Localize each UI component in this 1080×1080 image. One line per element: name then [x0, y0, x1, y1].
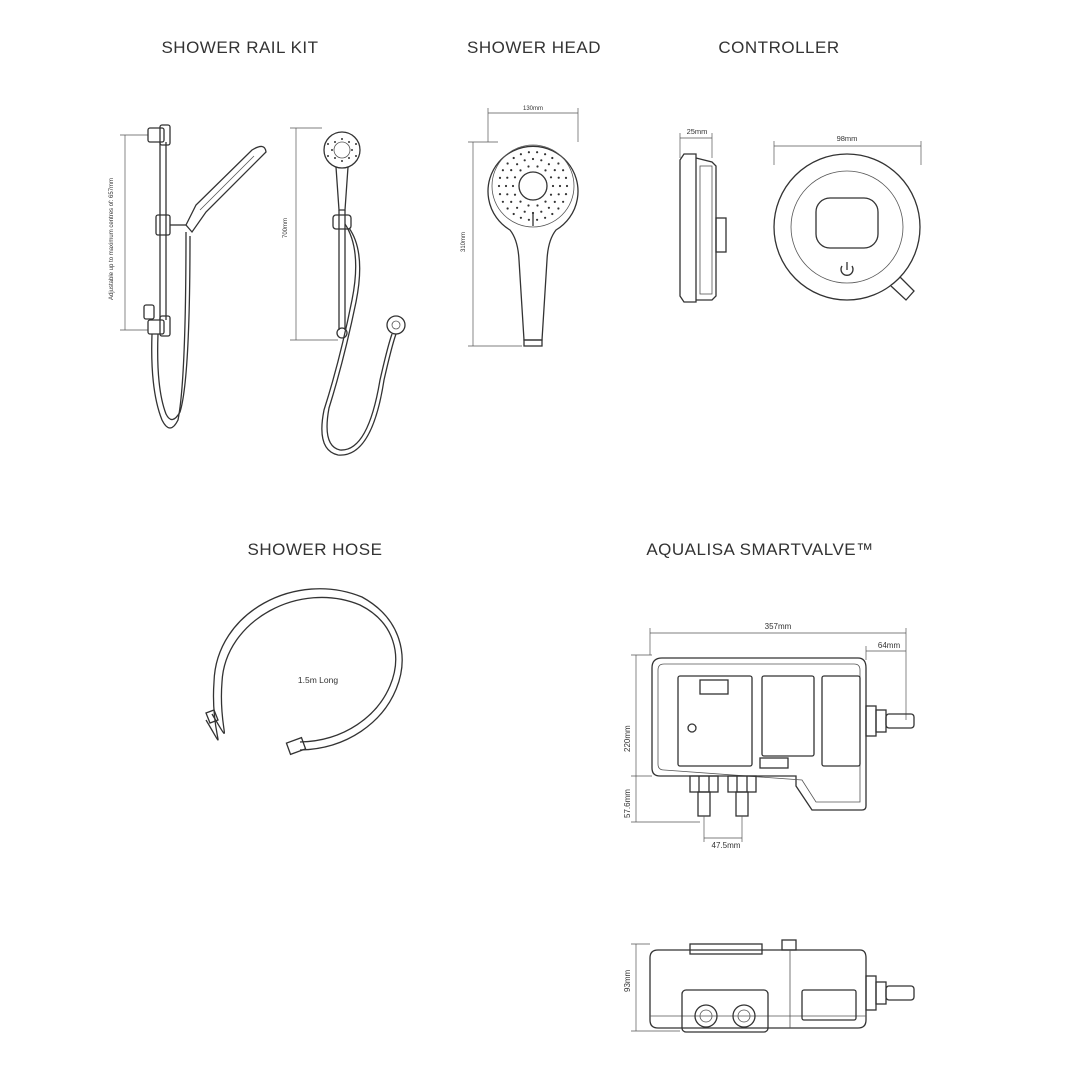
smartvalve-bottom-view: 93mm: [623, 939, 915, 1033]
head-width-label: 130mm: [523, 106, 543, 112]
nozzle-dot: [501, 200, 504, 203]
nozzle-dot: [519, 216, 523, 219]
nozzle-dot: [557, 207, 560, 210]
nozzle-dot: [544, 216, 547, 219]
valve-inlet-height-label: 57.6mm: [623, 789, 632, 818]
valve-height-label: 220mm: [623, 725, 632, 752]
nozzle-dot: [527, 218, 531, 221]
nozzle-dot: [506, 193, 509, 196]
controller-depth-label: 25mm: [687, 127, 708, 136]
nozzle-dot: [544, 200, 547, 203]
nozzle-dot: [562, 169, 565, 172]
nozzle-dot: [523, 210, 526, 213]
nozzle-dot: [512, 212, 515, 216]
nozzle-dot: [510, 200, 513, 203]
nozzle-dot: [519, 153, 523, 156]
nozzle-dot: [506, 176, 509, 179]
rail-height-label: 700mm: [283, 218, 289, 238]
valve-depth-label: 93mm: [623, 969, 632, 992]
rail-kit-side-view: Adjustable up to maximum centres of: 657…: [109, 124, 267, 429]
nozzle-dot: [513, 193, 517, 196]
valve-width-label: 357mm: [765, 622, 792, 631]
nozzle-dot: [519, 169, 522, 172]
title-controller: CONTROLLER: [718, 38, 840, 57]
nozzle-dot: [536, 204, 539, 207]
head-nozzles: [497, 151, 569, 221]
nozzle-dot: [544, 153, 547, 156]
nozzle-dot: [506, 207, 509, 210]
nozzle-dot: [531, 211, 535, 215]
nozzle-dot: [549, 176, 553, 179]
controller-diameter-label: 98mm: [837, 134, 858, 143]
nozzle-dot: [516, 206, 519, 209]
nozzle-dot: [516, 163, 519, 166]
nozzle-dot: [536, 218, 539, 221]
title-smartvalve: AQUALISA SMARTVALVE™: [646, 540, 874, 559]
nozzle-dot: [551, 184, 555, 188]
nozzle-dot: [540, 159, 543, 162]
rail-head-nozzles: [327, 138, 357, 162]
nozzle-dot: [523, 159, 526, 162]
nozzle-dot: [551, 156, 554, 160]
hose-length-label: 1.5m Long: [298, 675, 338, 685]
head-height-label: 310mm: [461, 232, 467, 252]
nozzle-dot: [498, 176, 502, 179]
controller-front-view: 98mm: [773, 134, 922, 301]
title-shower-head: SHOWER HEAD: [467, 38, 601, 57]
nozzle-dot: [564, 176, 568, 179]
nozzle-dot: [512, 156, 515, 160]
nozzle-dot: [527, 204, 530, 207]
nozzle-dot: [504, 184, 508, 188]
shower-head-drawing: 130mm 310mm: [461, 106, 579, 347]
shower-hose-drawing: 1.5m Long: [205, 588, 403, 756]
nozzle-dot: [565, 184, 569, 188]
nozzle-dot: [510, 169, 513, 172]
nozzle-dot: [513, 176, 517, 179]
nozzle-dot: [564, 193, 568, 196]
nozzle-dot: [544, 169, 547, 172]
title-shower-rail-kit: SHOWER RAIL KIT: [161, 38, 319, 57]
valve-outlet-label: 64mm: [878, 641, 901, 650]
nozzle-dot: [527, 165, 530, 168]
nozzle-dot: [527, 151, 531, 154]
nozzle-dot: [549, 193, 553, 196]
nozzle-dot: [553, 169, 556, 172]
title-shower-hose: SHOWER HOSE: [247, 540, 383, 559]
nozzle-dot: [551, 212, 554, 216]
controller-side-view: 25mm: [679, 127, 727, 303]
nozzle-dot: [558, 184, 562, 188]
rail-adjustable-label: Adjustable up to maximum centres of: 657…: [109, 178, 115, 300]
nozzle-dot: [536, 151, 539, 154]
nozzle-dot: [547, 163, 551, 166]
nozzle-dot: [531, 157, 535, 161]
nozzle-dot: [557, 176, 560, 179]
valve-inlet-spacing-label: 47.5mm: [712, 841, 741, 850]
nozzle-dot: [498, 193, 502, 196]
nozzle-dot: [511, 184, 515, 188]
nozzle-dot: [557, 193, 560, 196]
nozzle-dot: [562, 200, 565, 203]
nozzle-dot: [547, 206, 551, 209]
nozzle-dot: [536, 165, 539, 168]
nozzle-dot: [506, 162, 509, 165]
smartvalve-front-view: 357mm 64mm 220mm 57.6mm: [623, 622, 915, 850]
rail-kit-front-view: 700mm: [283, 127, 406, 456]
nozzle-dot: [497, 184, 501, 188]
nozzle-dot: [519, 200, 522, 203]
nozzle-dot: [501, 169, 504, 172]
nozzle-dot: [540, 210, 543, 213]
nozzle-dot: [557, 162, 560, 165]
nozzle-dot: [553, 200, 556, 203]
